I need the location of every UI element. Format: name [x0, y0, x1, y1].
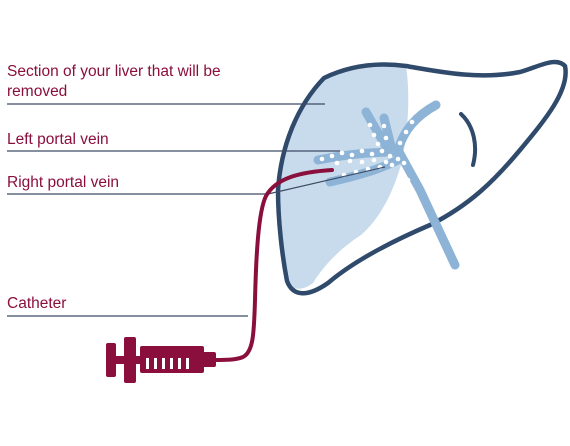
right-portal-vein — [325, 155, 403, 187]
catheter-label: Catheter — [7, 295, 67, 312]
right-portal-vein-label: Right portal vein — [7, 174, 120, 191]
leader-lines — [7, 103, 386, 317]
liver-outline — [275, 59, 568, 296]
portal-vein-branch-upper — [379, 113, 397, 155]
left-portal-vein — [313, 147, 401, 165]
liver-fissure — [459, 112, 478, 167]
syringe-plunger-rod — [116, 356, 140, 364]
syringe — [106, 337, 216, 383]
leader-line-right-portal-vein-diagonal — [267, 166, 386, 195]
section-label-line2: removed — [7, 83, 68, 100]
syringe-plunger-thumb — [106, 343, 116, 377]
section-label-line1: Section of your liver that will be — [7, 63, 221, 80]
portal-vein-trunk — [393, 145, 460, 270]
syringe-graduations — [146, 358, 189, 369]
catheter-tube — [212, 168, 334, 362]
section-to-be-removed-label: Section of your liver that will be remov… — [7, 62, 221, 102]
left-portal-vein-label: Left portal vein — [7, 131, 109, 148]
portal-vein-branch-upper-left — [361, 107, 393, 155]
